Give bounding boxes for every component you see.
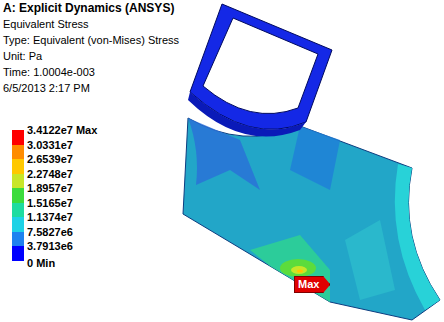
- block-body: [183, 118, 440, 320]
- high-stress-spot: [280, 259, 316, 277]
- legend-value: 3.4122e7 Max: [27, 124, 97, 137]
- low-stress-region: [290, 126, 340, 190]
- legend-swatch: [12, 174, 24, 189]
- time-label: Time: 1.0004e-003: [3, 66, 95, 79]
- legend-value: 1.1374e7: [27, 211, 73, 224]
- legend-value: 1.5165e7: [27, 197, 73, 210]
- date-label: 6/5/2013 2:17 PM: [3, 82, 90, 95]
- legend-swatch: [12, 217, 24, 232]
- legend-value: 2.2748e7: [27, 168, 73, 181]
- max-stress-core: [297, 269, 303, 272]
- result-title: A: Explicit Dynamics (ANSYS): [3, 1, 174, 15]
- legend-value: 2.6539e7: [27, 153, 73, 166]
- mid-stress-region: [345, 220, 395, 300]
- legend-swatch: [12, 145, 24, 160]
- legend-swatch: [12, 203, 24, 218]
- high-stress-region: [250, 235, 330, 302]
- max-stress-spot: [291, 266, 307, 274]
- legend-value: 1.8957e7: [27, 182, 73, 195]
- legend-value: 3.7913e6: [27, 240, 73, 253]
- legend-swatch: [12, 246, 24, 261]
- legend-value: 3.0331e7: [27, 139, 73, 152]
- legend-swatch: [12, 232, 24, 247]
- result-type: Type: Equivalent (von-Mises) Stress: [3, 34, 179, 47]
- result-name: Equivalent Stress: [3, 18, 89, 31]
- legend-value: 0 Min: [27, 257, 55, 270]
- legend-swatch: [12, 130, 24, 145]
- unit-label: Unit: Pa: [3, 50, 42, 63]
- mid-stress-band: [395, 164, 440, 310]
- probe-tag: Max: [294, 276, 330, 293]
- frame-edge: [188, 92, 306, 137]
- legend-swatch: [12, 188, 24, 203]
- legend-value: 7.5827e6: [27, 226, 73, 239]
- legend-swatch: [12, 159, 24, 174]
